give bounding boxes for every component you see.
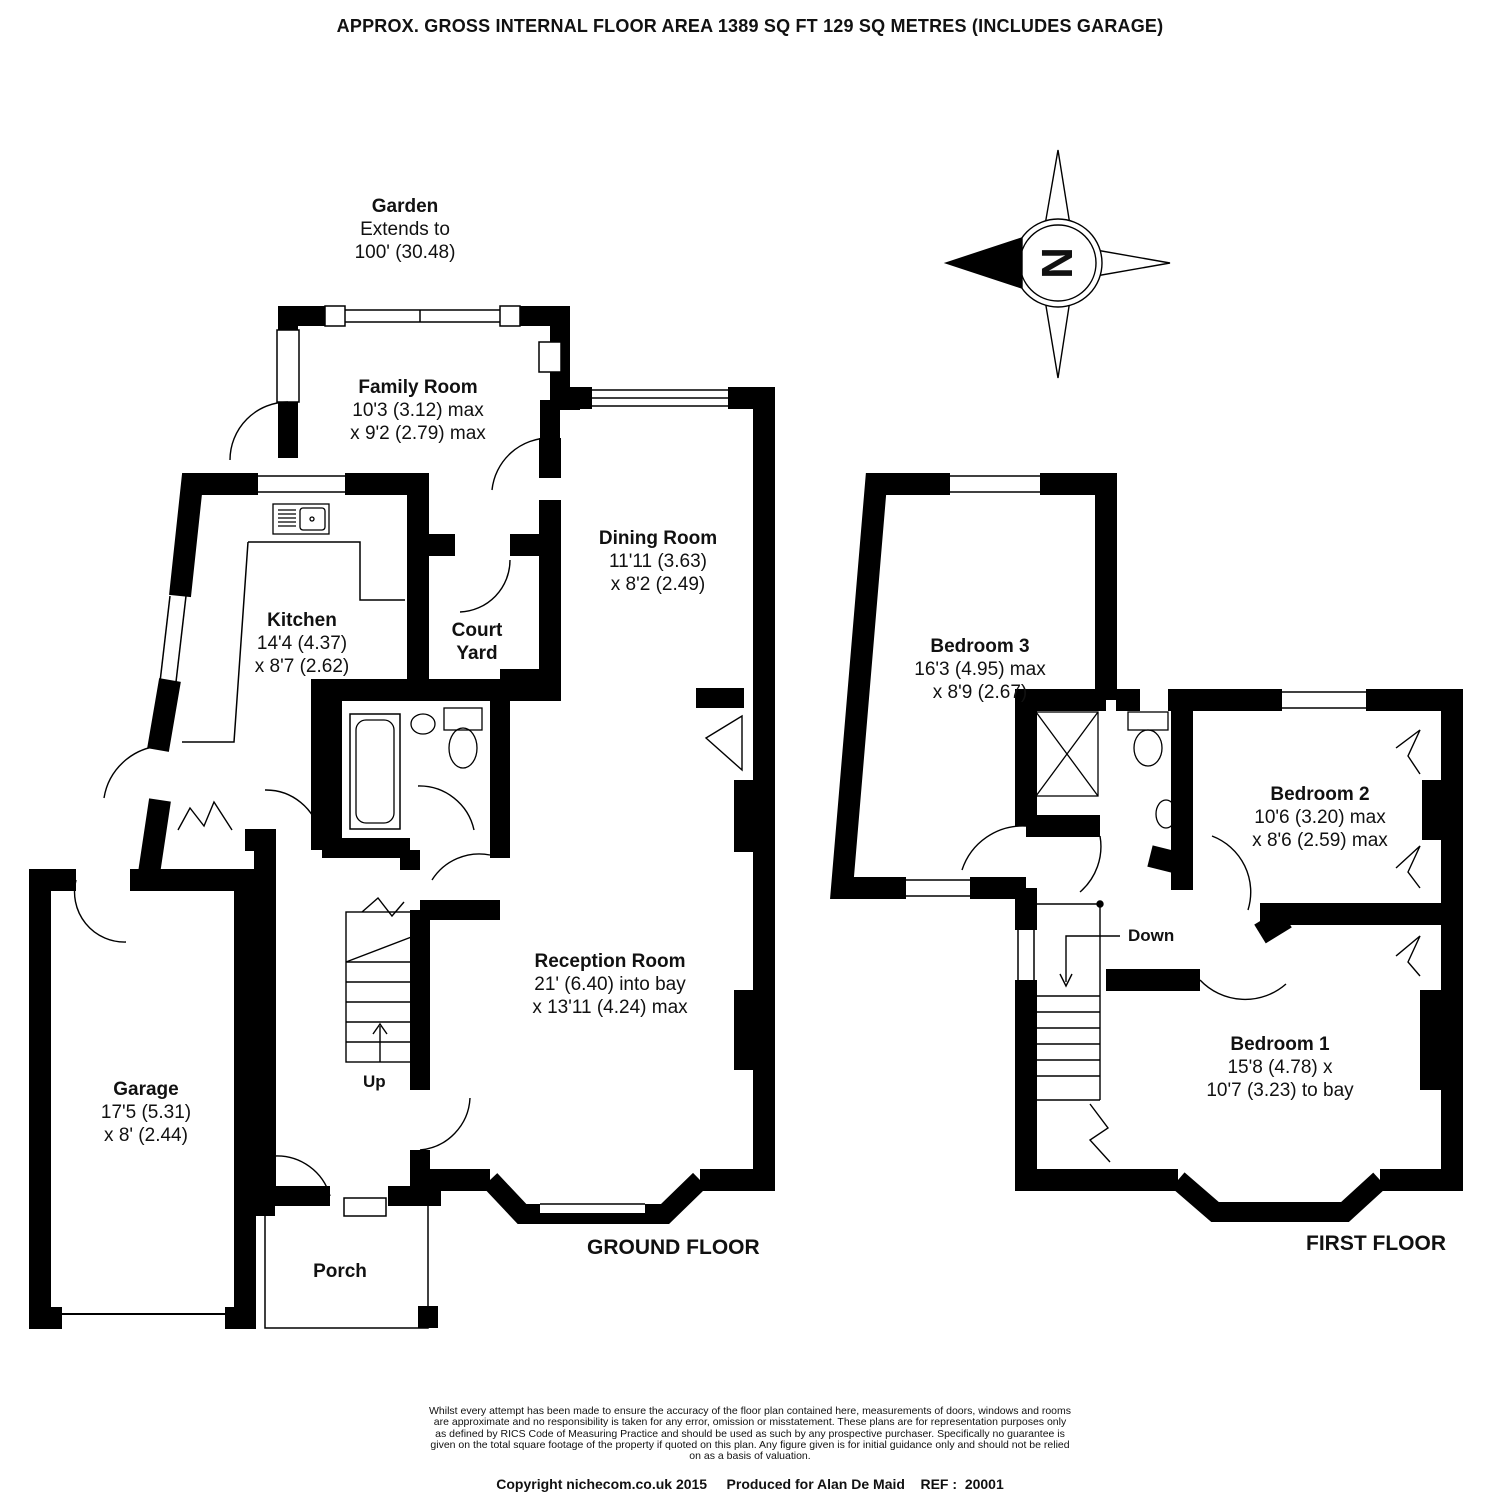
copyright-line: Copyright nichecom.co.uk 2015 Produced f…	[496, 1476, 1004, 1492]
bathroom-walls	[322, 690, 510, 858]
compass-rose	[943, 149, 1171, 379]
stairs-up-label: Up	[363, 1072, 386, 1091]
kitchen-name: Kitchen	[267, 610, 337, 631]
reception-room-dim2: x 13'11 (4.24) max	[532, 997, 688, 1018]
porch-label: Porch	[290, 1260, 390, 1283]
bedroom-2-label: Bedroom 2 10'6 (3.20) max x 8'6 (2.59) m…	[1220, 783, 1420, 852]
bedroom-3-dim1: 16'3 (4.95) max	[914, 659, 1046, 680]
garage-dim1: 17'5 (5.31)	[100, 1102, 192, 1123]
disclaimer-line: given on the total square footage of the…	[430, 1438, 1070, 1451]
porch-name: Porch	[313, 1261, 367, 1282]
basin-icon-first	[1155, 799, 1177, 829]
reception-room-name: Reception Room	[534, 951, 686, 972]
garden-line2: 100' (30.48)	[354, 242, 456, 263]
bath-icon	[349, 713, 401, 830]
bedroom-1-bay	[1171, 1172, 1387, 1222]
courtyard-label: Court Yard	[434, 619, 520, 665]
reception-room-label: Reception Room 21' (6.40) into bay x 13'…	[500, 950, 720, 1019]
family-room-label: Family Room 10'3 (3.12) max x 9'2 (2.79)…	[318, 376, 518, 445]
chimney-blocks	[696, 688, 756, 1070]
disclaimer: Whilst every attempt has been made to en…	[340, 1405, 1160, 1463]
bedroom-2-dim1: 10'6 (3.20) max	[1254, 807, 1386, 828]
basin-icon	[410, 713, 436, 735]
dining-room-dim1: 11'11 (3.63)	[609, 551, 707, 572]
first-door-swings	[961, 729, 1421, 1163]
ground-door-swings	[73, 401, 743, 1197]
dining-room-dim2: x 8'2 (2.49)	[610, 574, 706, 595]
bedroom-1-name: Bedroom 1	[1230, 1034, 1330, 1055]
family-room-windows	[276, 305, 562, 403]
first-floor-walls	[830, 473, 1463, 1191]
bedroom-3-dim2: x 8'9 (2.67)	[932, 682, 1028, 703]
bedroom-1-dim1: 15'8 (4.78) x	[1227, 1057, 1333, 1078]
ground-floor-title: GROUND FLOOR	[587, 1236, 760, 1259]
garden-label: Garden Extends to 100' (30.48)	[330, 195, 480, 264]
garden-title: Garden	[371, 196, 439, 217]
bedroom-2-name: Bedroom 2	[1270, 784, 1370, 805]
disclaimer-line: on as a basis of valuation.	[689, 1450, 811, 1463]
garage-walls	[29, 798, 276, 1329]
garage-name: Garage	[113, 1079, 179, 1100]
family-room-name: Family Room	[358, 377, 478, 398]
courtyard-name1: Court	[451, 620, 503, 641]
wc-icon-first	[1127, 711, 1169, 767]
family-room-dim1: 10'3 (3.12) max	[352, 400, 484, 421]
dining-room-name: Dining Room	[598, 528, 718, 549]
kitchen-counter	[248, 541, 405, 601]
disclaimer-line: Whilst every attempt has been made to en…	[428, 1405, 1071, 1417]
courtyard-walls	[418, 545, 561, 701]
dining-window	[592, 389, 728, 407]
reception-bay	[482, 1172, 707, 1224]
garden-line1: Extends to	[360, 219, 450, 240]
first-floor-title: FIRST FLOOR	[1306, 1232, 1446, 1255]
garage-label: Garage 17'5 (5.31) x 8' (2.44)	[76, 1078, 216, 1147]
stairs-down	[1034, 900, 1120, 1101]
bedroom-2-dim2: x 8'6 (2.59) max	[1252, 830, 1388, 851]
floor-area-header: APPROX. GROSS INTERNAL FLOOR AREA 1389 S…	[336, 16, 1164, 36]
stairs-up	[345, 911, 415, 1063]
bedroom-3-name: Bedroom 3	[930, 636, 1030, 657]
wc-icon	[443, 707, 483, 769]
bedroom-1-dim2: 10'7 (3.23) to bay	[1206, 1080, 1354, 1101]
porch-walls	[264, 1197, 429, 1329]
bedroom-3-label: Bedroom 3 16'3 (4.95) max x 8'9 (2.67)	[880, 635, 1080, 704]
first-floor-windows	[906, 475, 1366, 980]
kitchen-label: Kitchen 14'4 (4.37) x 8'7 (2.62)	[222, 609, 382, 678]
family-room-dim2: x 9'2 (2.79) max	[350, 423, 486, 444]
reception-room-dim1: 21' (6.40) into bay	[534, 974, 686, 995]
bedroom-1-label: Bedroom 1 15'8 (4.78) x 10'7 (3.23) to b…	[1180, 1033, 1380, 1102]
dining-room-label: Dining Room 11'11 (3.63) x 8'2 (2.49)	[568, 527, 748, 596]
courtyard-name2: Yard	[456, 643, 498, 664]
reception-dining-walls	[419, 387, 775, 1206]
kitchen-dim2: x 8'7 (2.62)	[254, 656, 350, 677]
disclaimer-line: are approximate and no responsibility is…	[433, 1416, 1067, 1429]
disclaimer-line: as defined by RICS Code of Measuring Pra…	[435, 1427, 1065, 1440]
kitchen-dim1: 14'4 (4.37)	[256, 633, 348, 654]
compass-north-letter: N	[1033, 247, 1082, 279]
hall-walls	[255, 850, 500, 1216]
garage-dim2: x 8' (2.44)	[104, 1125, 188, 1146]
sink-icon	[272, 503, 330, 535]
stairs-down-label: Down	[1128, 926, 1175, 945]
shower-icon	[1035, 711, 1099, 797]
kitchen-window	[159, 475, 345, 683]
